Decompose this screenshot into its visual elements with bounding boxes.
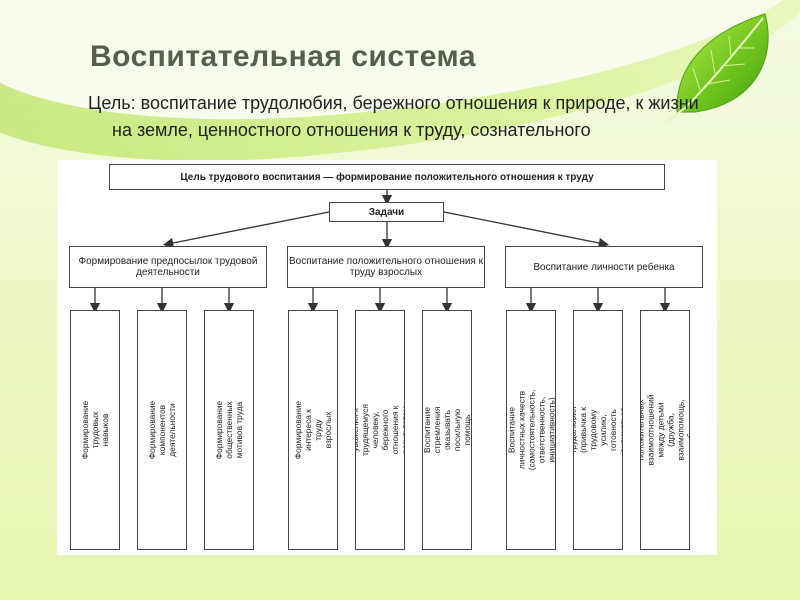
task-item-box: Формирование интереса к труду взрослых — [288, 310, 338, 550]
tasks-box: Задачи — [329, 202, 444, 222]
task-item-box: Воспитание трудолюбия (привычка к трудов… — [573, 310, 623, 550]
task-item-label: Формирование трудовых навыков — [80, 400, 111, 460]
task-item-label: Воспитание стремления оказывать посильну… — [422, 406, 472, 454]
page-title: Воспитательная система — [90, 40, 477, 73]
task-item-box: Формирование общественных мотивов труда — [204, 310, 254, 550]
task-item-box: Формирование компонентов деятельности — [137, 310, 187, 550]
group-box-child-personality: Воспитание личности ребенка — [505, 246, 703, 288]
task-item-label: Воспитание положительных взаимоотношений… — [640, 394, 690, 466]
arrow-tasks-to-group-3 — [443, 211, 610, 249]
arrow-tasks-to-group-1 — [162, 211, 330, 249]
task-item-label: Формирование интереса к труду взрослых — [293, 400, 334, 460]
group-box-prerequisites: Формирование предпосылок трудовой деятел… — [69, 246, 267, 288]
diagram-panel: Цель трудового воспитания — формирование… — [57, 160, 717, 555]
goal-text: Цель: воспитание трудолюбия, бережного о… — [88, 93, 699, 140]
task-item-box: Воспитание стремления оказывать посильну… — [422, 310, 472, 550]
task-item-label: Формирование компонентов деятельности — [147, 400, 178, 460]
goal-box: Цель трудового воспитания — формирование… — [109, 164, 665, 190]
task-item-box: Воспитание личностных качеств (самостоят… — [506, 310, 556, 550]
task-item-box: Формирование трудовых навыков — [70, 310, 120, 550]
task-item-label: Формирование общественных мотивов труда — [214, 400, 245, 460]
task-item-box: Воспитание положительных взаимоотношений… — [640, 310, 690, 550]
task-item-label: Воспитание личностных качеств (самостоят… — [506, 389, 556, 471]
group-box-adult-work: Воспитание положительного отношения к тр… — [287, 246, 485, 288]
green-leaf-icon — [662, 13, 769, 125]
task-item-box: Воспитание уважения к трудящемуся челове… — [355, 310, 405, 550]
task-item-label: Воспитание уважения к трудящемуся челове… — [355, 404, 405, 456]
task-item-label: Воспитание трудолюбия (привычка к трудов… — [573, 406, 623, 454]
connector-lines — [89, 190, 671, 314]
